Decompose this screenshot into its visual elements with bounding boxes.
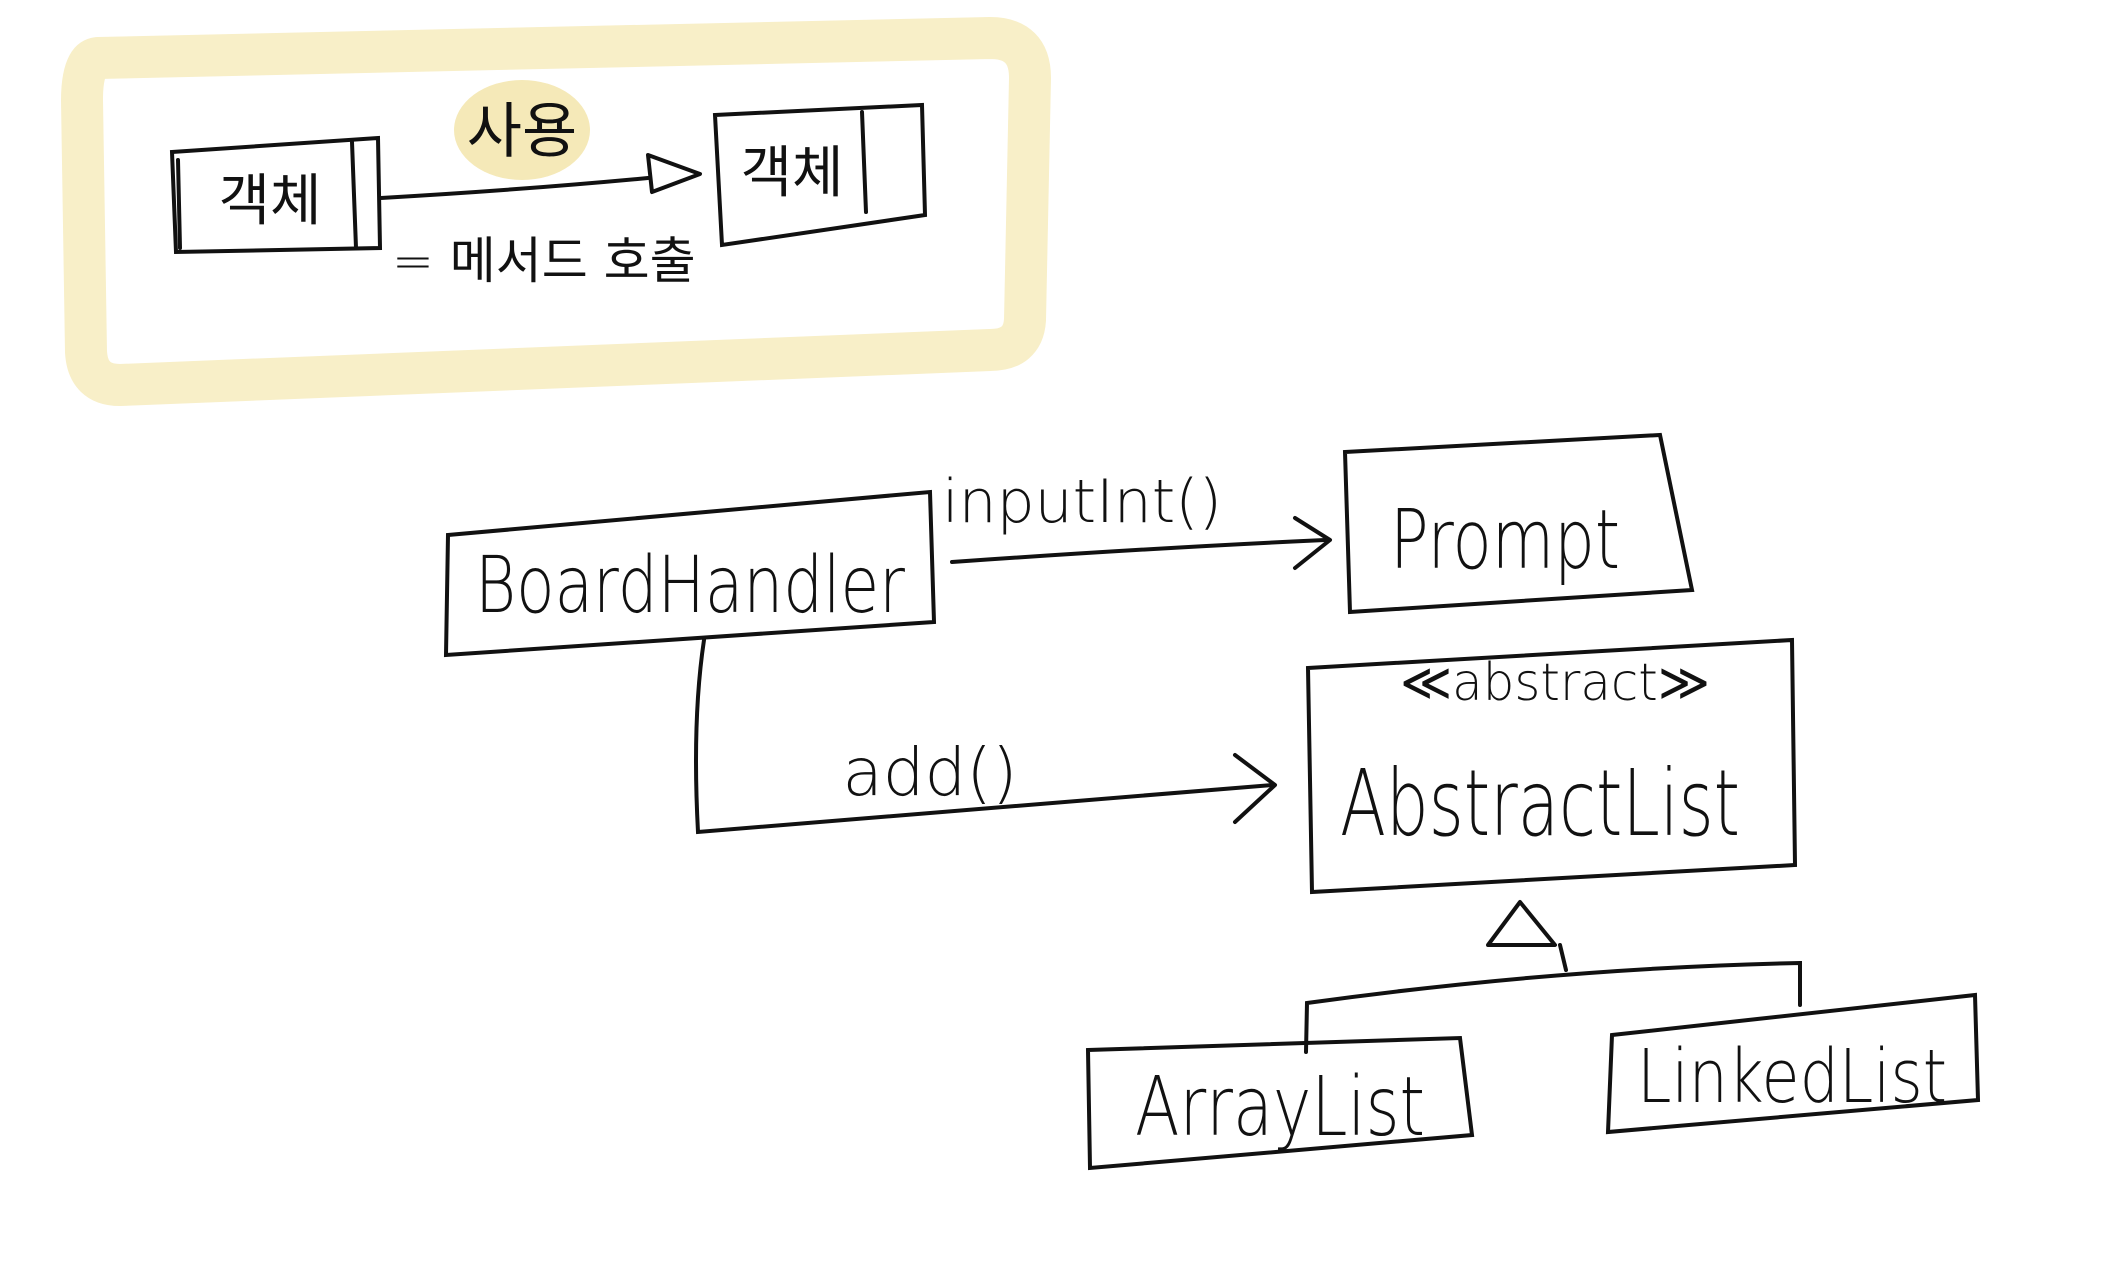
- linked-list-label: LinkedList: [1637, 1034, 1947, 1120]
- board-handler-label: BoardHandler: [475, 541, 905, 631]
- abstract-list-label: AbstractList: [1340, 750, 1740, 857]
- class-box-board-handler: BoardHandler: [443, 489, 937, 658]
- input-int-call-label: inputInt(): [942, 467, 1222, 537]
- class-box-linked-list: LinkedList: [1605, 992, 1981, 1135]
- prompt-label: Prompt: [1390, 493, 1620, 588]
- association-input-int: inputInt(): [942, 467, 1332, 570]
- legend-use-arrow: 사용 = 메서드 호출: [378, 97, 702, 290]
- legend-relation-note: = 메서드 호출: [392, 232, 696, 290]
- highlight-frame: [61, 17, 1051, 406]
- legend-target-label: 객체: [740, 141, 843, 206]
- legend-target-box: 객체: [712, 102, 928, 248]
- legend-source-box: 객체: [169, 135, 383, 255]
- class-box-prompt: Prompt: [1342, 432, 1695, 615]
- legend-highlight-box: [61, 17, 1051, 406]
- highlight-blob: [454, 80, 590, 180]
- add-call-label: add(): [843, 734, 1018, 811]
- class-box-abstract-list: ≪abstract≫ AbstractList: [1305, 637, 1798, 895]
- array-list-label: ArrayList: [1135, 1060, 1425, 1155]
- association-add: add(): [694, 638, 1277, 835]
- class-box-array-list: ArrayList: [1085, 1035, 1475, 1171]
- legend-source-label: 객체: [218, 169, 321, 234]
- generalization-tree: [1304, 900, 1802, 1054]
- abstract-stereotype-label: ≪abstract≫: [1400, 653, 1710, 713]
- legend-relation-label: 사용: [467, 97, 577, 167]
